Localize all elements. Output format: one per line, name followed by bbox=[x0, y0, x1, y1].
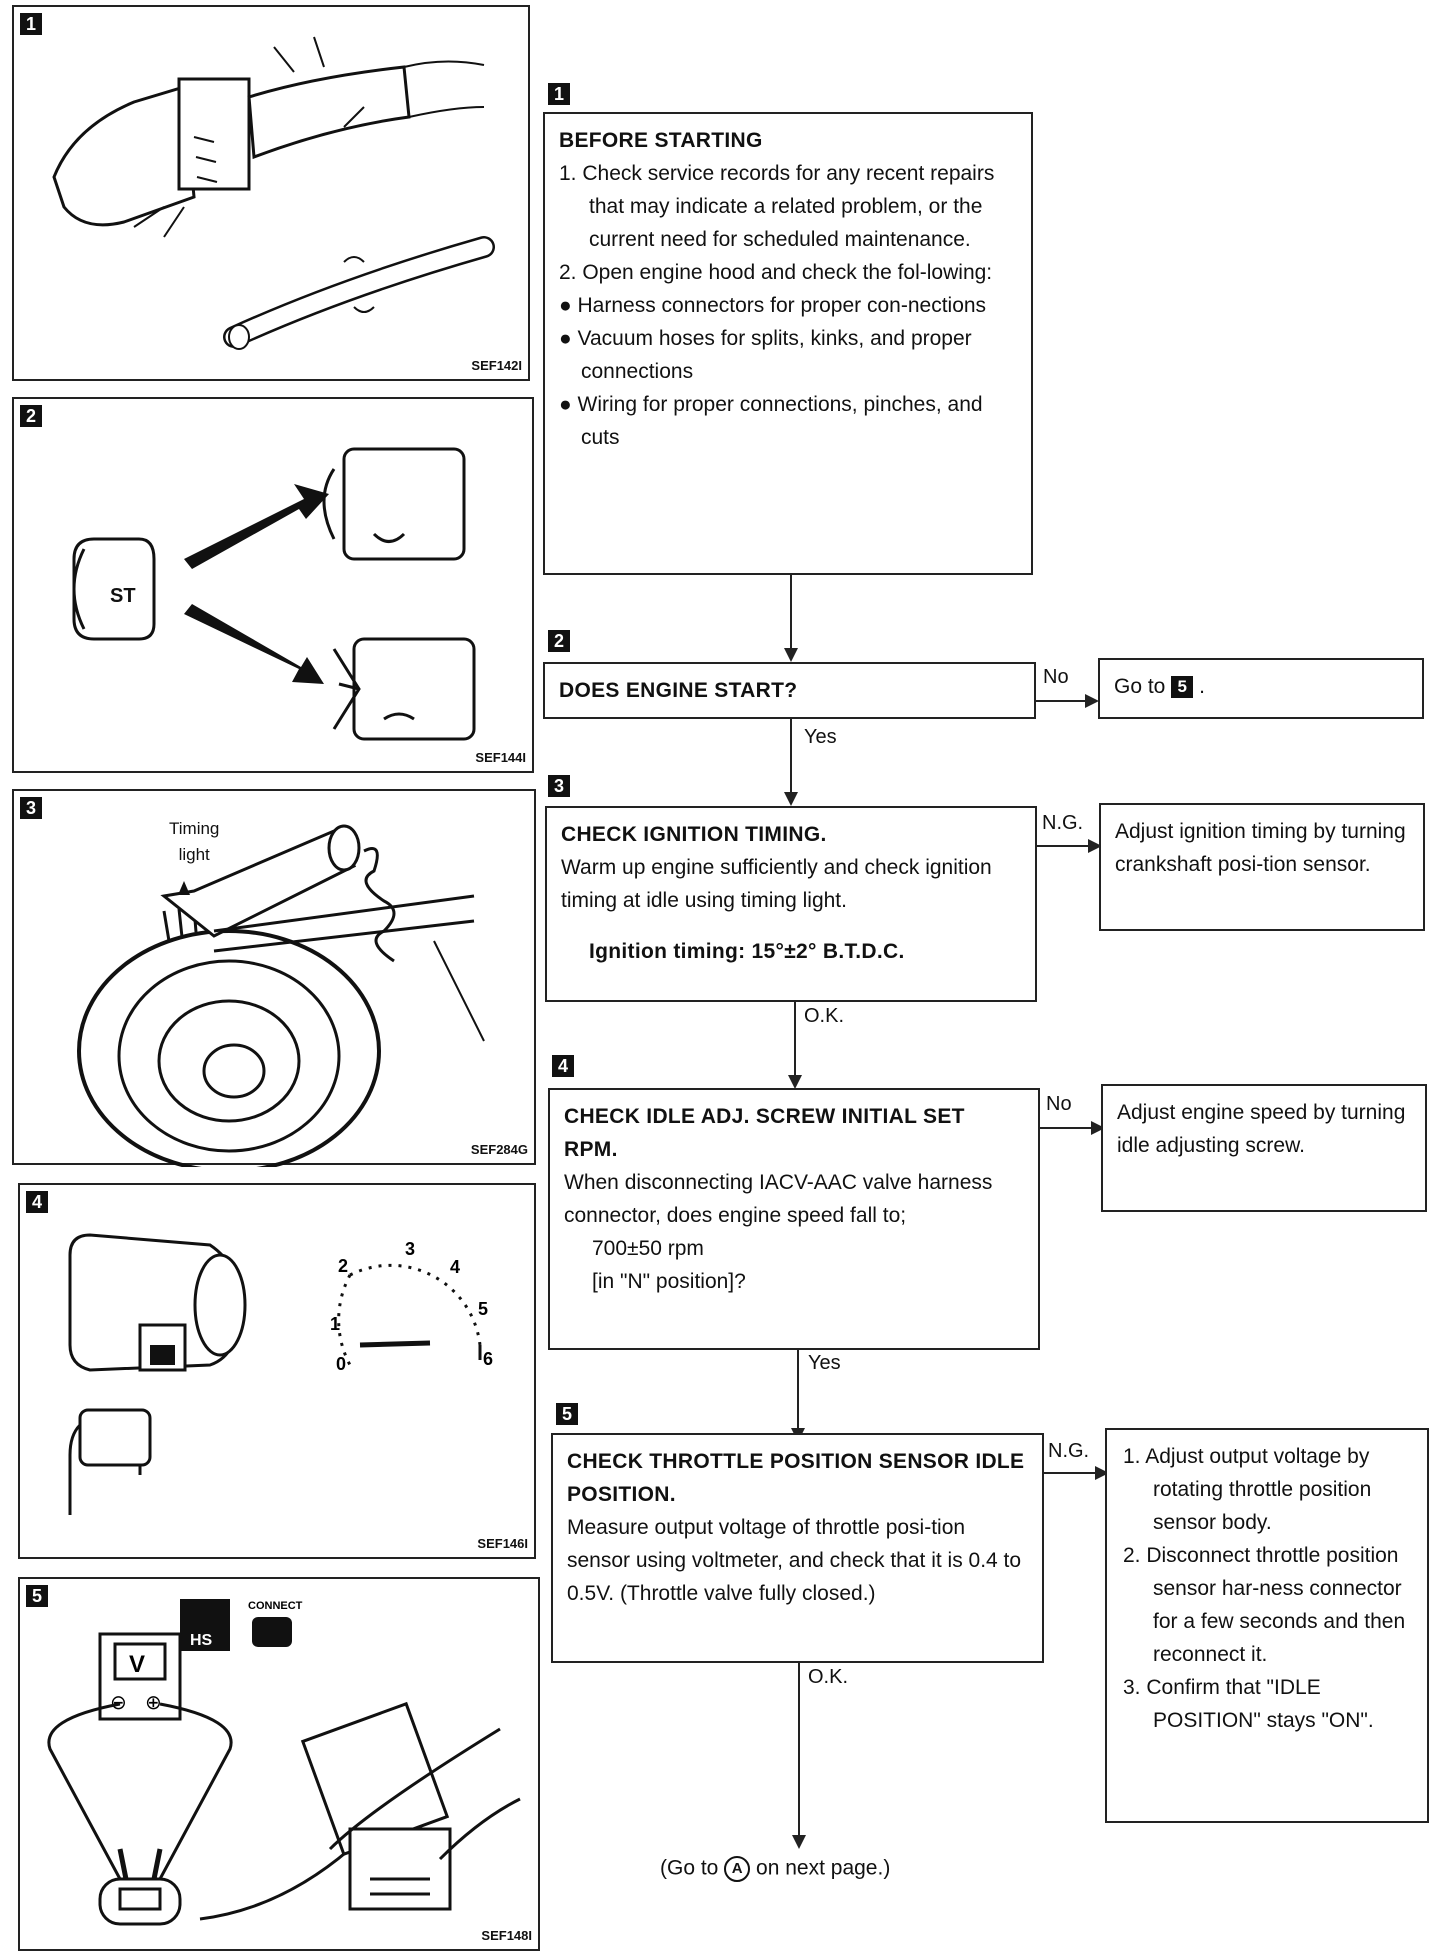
step-4-title: CHECK IDLE ADJ. SCREW INITIAL SET RPM. bbox=[564, 1105, 965, 1161]
svg-text:V: V bbox=[129, 1651, 145, 1678]
step-1-item-2: 2. Open engine hood and check the fol-lo… bbox=[559, 261, 993, 284]
step-5-ng-label: N.G. bbox=[1048, 1440, 1090, 1462]
arrow-2-no bbox=[1036, 700, 1088, 702]
step-5-ng-action-3: 3. Confirm that "IDLE POSITION" stays "O… bbox=[1123, 1676, 1374, 1732]
ignition-key-start-illustration: ST bbox=[72, 447, 476, 741]
step-2-no-label: No bbox=[1043, 666, 1069, 688]
next-page-prefix: (Go to bbox=[660, 1856, 719, 1880]
timing-light-label: Timing light bbox=[169, 819, 220, 864]
step-2-yes-label: Yes bbox=[804, 726, 837, 748]
goto-step-5-badge: 5 bbox=[1171, 676, 1194, 699]
step-3-title: CHECK IGNITION TIMING. bbox=[561, 823, 827, 846]
arrow-head bbox=[1085, 694, 1099, 708]
step-2-title: DOES ENGINE START? bbox=[559, 679, 798, 702]
step-4-yes-label: Yes bbox=[808, 1352, 841, 1374]
step-5-text: Measure output voltage of throttle posi-… bbox=[567, 1516, 1022, 1605]
panel-number-badge: 2 bbox=[20, 405, 42, 427]
svg-text:5: 5 bbox=[478, 1299, 488, 1319]
panel-number-badge: 3 bbox=[20, 797, 42, 819]
step-3-spec: Ignition timing: 15°±2° B.T.D.C. bbox=[589, 940, 905, 963]
step-2-goto-box: Go to 5 . bbox=[1098, 658, 1424, 719]
step-2-badge: 2 bbox=[548, 630, 570, 652]
figure-code: SEF284G bbox=[470, 1142, 528, 1157]
svg-text:2: 2 bbox=[338, 1256, 348, 1276]
iacv-tachometer-illustration: 2 3 4 5 6 1 0 bbox=[68, 1233, 493, 1515]
svg-text:1: 1 bbox=[330, 1314, 340, 1334]
step-3-box: CHECK IGNITION TIMING. Warm up engine su… bbox=[545, 806, 1037, 1002]
step-3-ok-label: O.K. bbox=[804, 1005, 845, 1027]
arrow-5-down bbox=[798, 1663, 800, 1841]
illustration-panel-2: 2 ST SEF144I bbox=[12, 397, 534, 773]
arrow-head bbox=[792, 1835, 806, 1849]
step-5-badge: 5 bbox=[556, 1403, 578, 1425]
step-4-box: CHECK IDLE ADJ. SCREW INITIAL SET RPM. W… bbox=[548, 1088, 1040, 1350]
arrow-3-to-4 bbox=[794, 1002, 796, 1080]
svg-text:⊖: ⊖ bbox=[110, 1690, 127, 1714]
svg-text:CONNECT: CONNECT bbox=[248, 1600, 303, 1612]
step-4-no-action-box: Adjust engine speed by turning idle adju… bbox=[1101, 1084, 1427, 1212]
goto-prefix: Go to bbox=[1114, 675, 1166, 698]
illustration-panel-1: 1 SEF142I bbox=[12, 5, 530, 381]
step-5-ok-label: O.K. bbox=[808, 1666, 849, 1688]
arrow-head bbox=[784, 792, 798, 806]
connector-a-symbol: A bbox=[724, 1856, 751, 1882]
step-1-bullet-1: ● Harness connectors for proper con-nect… bbox=[559, 294, 987, 317]
svg-text:0: 0 bbox=[336, 1354, 346, 1374]
illustration-panel-4: 4 2 3 4 5 6 1 0 SEF146I bbox=[18, 1183, 536, 1559]
arrow-head bbox=[784, 648, 798, 662]
arrow-1-to-2 bbox=[790, 575, 792, 655]
step-1-title: BEFORE STARTING bbox=[559, 129, 763, 152]
step-4-no-label: No bbox=[1046, 1093, 1072, 1115]
arrow-3-ng bbox=[1037, 845, 1091, 847]
step-3-ng-label: N.G. bbox=[1042, 812, 1084, 834]
step-1-item-1: 1. Check service records for any recent … bbox=[559, 162, 995, 251]
step-4-badge: 4 bbox=[552, 1055, 574, 1077]
arrow-5-ng bbox=[1044, 1472, 1098, 1474]
figure-code: SEF142I bbox=[471, 358, 522, 373]
next-page-note: (Go to A on next page.) bbox=[660, 1856, 890, 1882]
harness-connector-illustration bbox=[52, 36, 495, 350]
step-4-spec-position: [in "N" position]? bbox=[592, 1270, 746, 1293]
step-1-bullet-2: ● Vacuum hoses for splits, kinks, and pr… bbox=[559, 327, 972, 383]
voltmeter-connector-illustration: HS CONNECT V ⊖ ⊕ bbox=[47, 1599, 521, 1926]
step-3-ng-action-box: Adjust ignition timing by turning cranks… bbox=[1099, 803, 1425, 931]
step-4-text: When disconnecting IACV-AAC valve harnes… bbox=[564, 1171, 993, 1227]
step-2-box: DOES ENGINE START? bbox=[543, 662, 1036, 719]
timing-light-illustration bbox=[77, 824, 485, 1167]
svg-text:HS: HS bbox=[190, 1632, 213, 1649]
step-1-box: BEFORE STARTING 1. Check service records… bbox=[543, 112, 1033, 575]
panel-number-badge: 5 bbox=[26, 1585, 48, 1607]
step-1-badge: 1 bbox=[548, 83, 570, 105]
step-4-no-action: Adjust engine speed by turning idle adju… bbox=[1117, 1101, 1406, 1157]
figure-code: SEF146I bbox=[477, 1536, 528, 1551]
goto-suffix: . bbox=[1199, 675, 1205, 698]
step-1-bullet-3: ● Wiring for proper connections, pinches… bbox=[559, 393, 983, 449]
step-5-ng-action-1: 1. Adjust output voltage by rotating thr… bbox=[1123, 1445, 1372, 1534]
panel-number-badge: 4 bbox=[26, 1191, 48, 1213]
step-4-spec-rpm: 700±50 rpm bbox=[592, 1237, 704, 1260]
illustration-panel-3: 3 Timing light SEF284G bbox=[12, 789, 536, 1167]
step-5-box: CHECK THROTTLE POSITION SENSOR IDLE POSI… bbox=[551, 1433, 1044, 1663]
svg-text:4: 4 bbox=[450, 1257, 460, 1277]
svg-text:⊕: ⊕ bbox=[145, 1690, 162, 1714]
next-page-suffix: on next page.) bbox=[756, 1856, 891, 1880]
panel-number-badge: 1 bbox=[20, 13, 42, 35]
svg-text:3: 3 bbox=[405, 1239, 415, 1259]
step-5-ng-action-box: 1. Adjust output voltage by rotating thr… bbox=[1105, 1428, 1429, 1823]
arrow-head bbox=[1088, 839, 1102, 853]
step-3-badge: 3 bbox=[548, 775, 570, 797]
svg-text:6: 6 bbox=[483, 1349, 493, 1369]
step-3-ng-action: Adjust ignition timing by turning cranks… bbox=[1115, 820, 1406, 876]
svg-text:ST: ST bbox=[110, 585, 136, 607]
step-3-text: Warm up engine sufficiently and check ig… bbox=[561, 856, 992, 912]
step-5-title: CHECK THROTTLE POSITION SENSOR IDLE POSI… bbox=[567, 1450, 1025, 1506]
step-5-ng-action-2: 2. Disconnect throttle position sensor h… bbox=[1123, 1544, 1406, 1666]
figure-code: SEF144I bbox=[475, 750, 526, 765]
arrow-2-to-3 bbox=[790, 719, 792, 797]
arrow-4-no bbox=[1040, 1127, 1094, 1129]
figure-code: SEF148I bbox=[481, 1928, 532, 1943]
arrow-head bbox=[788, 1075, 802, 1089]
arrow-4-to-5 bbox=[797, 1350, 799, 1435]
illustration-panel-5: 5 HS CONNECT V ⊖ ⊕ SEF148I bbox=[18, 1577, 540, 1951]
